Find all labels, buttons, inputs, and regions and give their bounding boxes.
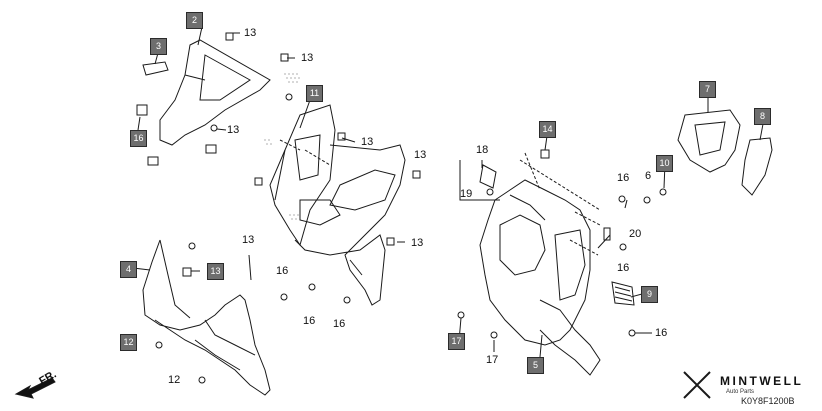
part-label-13: 13 [207,263,224,280]
part-label-12: 12 [120,334,137,351]
part-number-16: 16 [655,327,668,339]
part-8-reflector [741,137,773,196]
part-number-13: 13 [414,149,427,161]
part-number-16: 16 [276,265,289,277]
part-number-12: 12 [168,374,181,386]
part-label-4: 4 [120,261,137,278]
part-label-17: 17 [448,333,465,350]
part-label-8: 8 [754,108,771,125]
part-label-10: 10 [656,155,673,172]
part-label-11: 11 [306,85,323,102]
part-7-lens [677,109,741,173]
part-number-17: 17 [486,354,499,366]
brand-logo-text: MINTWELL [720,374,804,388]
part-number-13: 13 [361,136,374,148]
mintwell-logo-mark [683,371,711,399]
part-2-upper-cover [159,39,271,146]
part-number-16: 16 [333,318,346,330]
brand-tagline: Auto Parts [726,389,755,395]
part-number-13: 13 [301,52,314,64]
direction-arrow [14,377,56,399]
part-number-13: 13 [227,124,240,136]
part-label-5: 5 [527,357,544,374]
part-3-emblem [142,61,169,76]
part-9-grille [611,281,635,306]
part-number-16: 16 [617,172,630,184]
part-number-13: 13 [244,27,257,39]
diagram-code: K0Y8F1200B [741,396,795,406]
part-label-16: 16 [130,130,147,147]
part-number-6: 6 [645,170,652,182]
part-label-9: 9 [641,286,658,303]
part-number-16: 16 [303,315,316,327]
part-label-7: 7 [699,81,716,98]
part-number-13: 13 [411,237,424,249]
part-number-13: 13 [242,234,255,246]
part-number-18: 18 [476,144,489,156]
part-5-inner-cover [479,179,591,346]
part-number-16: 16 [617,262,630,274]
part-label-3: 3 [150,38,167,55]
part-number-20: 20 [629,228,642,240]
part-label-2: 2 [186,12,203,29]
part-label-14: 14 [539,121,556,138]
part-front-shield [294,144,406,306]
part-4-lower-inner [142,239,271,396]
part-number-19: 19 [460,188,473,200]
